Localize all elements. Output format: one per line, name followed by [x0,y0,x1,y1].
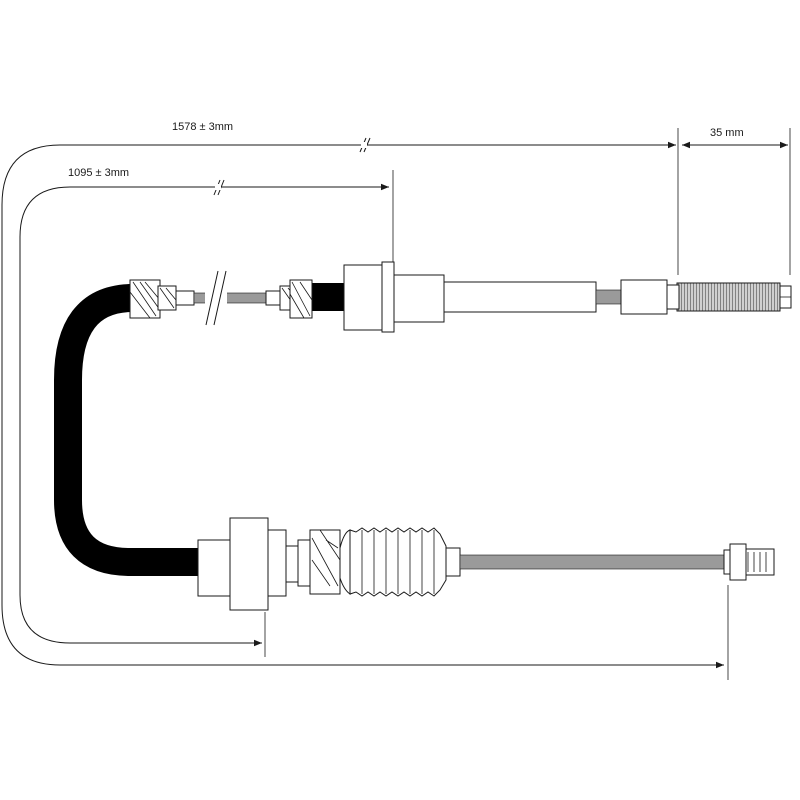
rubber-boot [339,527,461,597]
inner-length-label: 1095 ± 3mm [68,167,129,179]
upper-ferrule-right [265,279,313,319]
upper-inner-wire [595,289,623,305]
lower-end-fitting [197,517,341,611]
threaded-adjuster [666,282,792,312]
wire-break-mark [205,270,227,326]
lower-inner-wire [459,554,729,570]
cable-sheath [54,284,214,576]
overall-length-dimension: 1578 ± 3mm [1,121,724,669]
end-nipple [723,543,775,581]
overall-length-label: 1578 ± 3mm [172,121,233,133]
upper-ferrule-left [129,279,195,319]
thread-length-label: 35 mm [710,127,744,139]
exposed-inner-wire [193,292,267,304]
upper-end-fitting [343,261,668,333]
thread-length-dimension: 35 mm [682,127,788,149]
inner-length-dimension: 1095 ± 3mm [19,167,389,647]
